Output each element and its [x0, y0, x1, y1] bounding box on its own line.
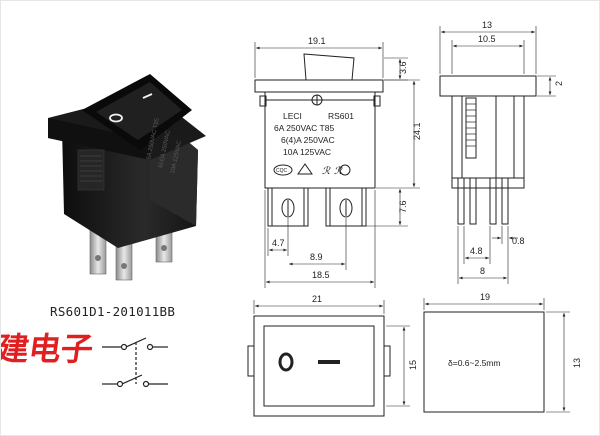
dim-side-small: 2 — [554, 81, 564, 86]
dim-front-cap-height: 3.6 — [398, 61, 408, 74]
dim-side-top-width: 13 — [482, 20, 492, 30]
dim-cutout-height: 13 — [572, 358, 582, 368]
front-dimensions — [254, 42, 420, 288]
dim-bottom-width: 21 — [312, 294, 322, 304]
marking-line1: 6A 250VAC T85 — [274, 123, 334, 133]
dim-front-pin-span: 8.9 — [310, 252, 323, 262]
dim-front-top-width: 19.1 — [308, 36, 326, 46]
side-view — [439, 75, 537, 225]
switch-circuit-symbol — [102, 337, 168, 388]
panel-cutout-dimensions — [423, 298, 570, 413]
dim-front-total-width: 18.5 — [312, 270, 330, 280]
rocker-on-symbol — [142, 93, 153, 99]
svg-text:ℛ: ℛ — [322, 166, 331, 177]
rocker-off-symbol — [109, 113, 123, 123]
dim-bottom-height: 15 — [408, 360, 418, 370]
front-face-view — [247, 315, 391, 417]
marking-line3: 10A 125VAC — [283, 147, 331, 157]
marking-model: RS601 — [328, 111, 354, 121]
marking-line2: 6(4)A 250VAC — [281, 135, 335, 145]
dim-side-pin-span: 8 — [480, 266, 485, 276]
switch-photo: 6A 250VAC T85 6(4)A 250VAC 10A 125VAC — [48, 74, 206, 281]
panel-cutout-view — [423, 311, 545, 413]
dim-front-height: 24.1 — [412, 122, 422, 140]
dim-front-pin-length: 7.6 — [398, 200, 408, 213]
marking-brand: LECI — [283, 111, 302, 121]
brand-text: 祥建电子 — [0, 330, 96, 368]
dim-front-pin-gap: 4.7 — [272, 238, 285, 248]
face-off-symbol — [278, 352, 294, 372]
model-title: RS601D1-201011BB — [50, 304, 175, 319]
dim-cutout-width: 19 — [480, 292, 490, 302]
dim-side-pin-gap: 4.8 — [470, 246, 483, 256]
dim-panel-thickness: δ=0.6~2.5mm — [448, 358, 500, 368]
front-marking: LECI RS601 6A 250VAC T85 6(4)A 250VAC 10… — [274, 111, 354, 177]
side-dimensions — [439, 26, 556, 284]
dim-side-inner-width: 10.5 — [478, 34, 496, 44]
dim-side-pin-thick: 0.8 — [512, 236, 525, 246]
front-view — [254, 53, 384, 227]
front-face-dimensions — [253, 300, 410, 407]
svg-text:ℛ: ℛ — [334, 166, 343, 177]
marking-cert1: CQC — [276, 168, 288, 174]
